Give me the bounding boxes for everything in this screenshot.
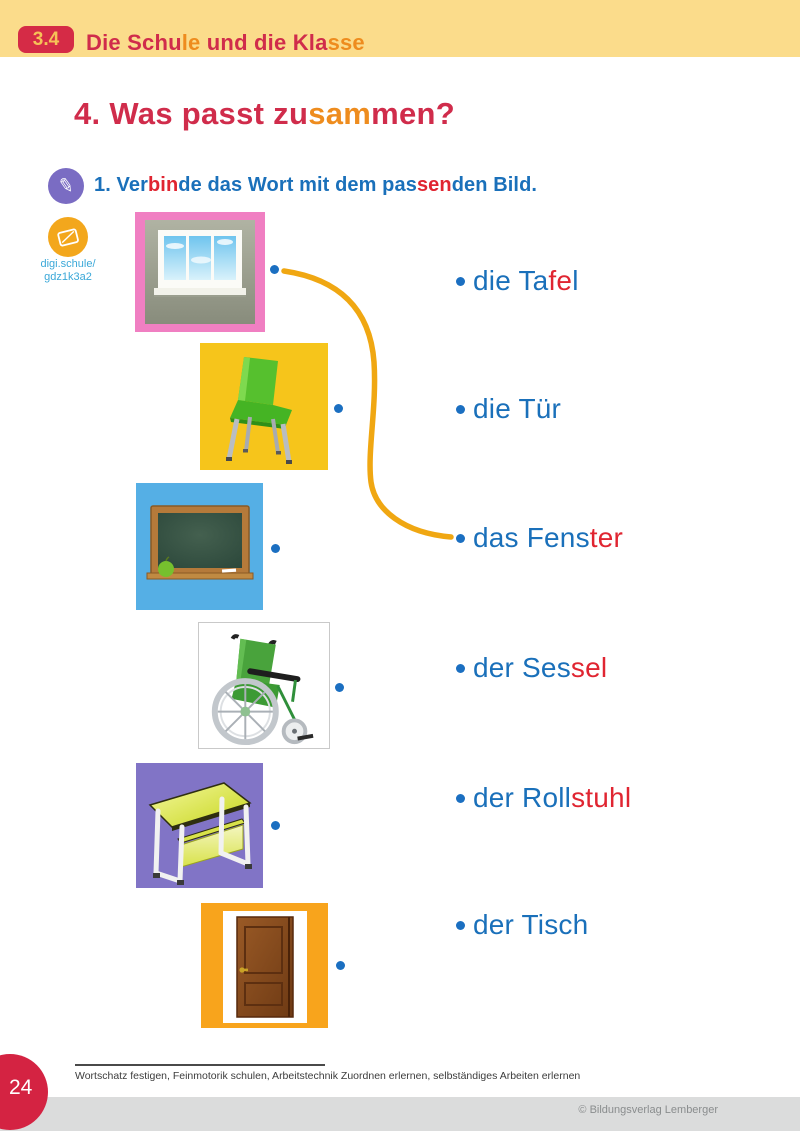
instruction-segment: den Bild. [451,174,538,196]
word-segment: das Fens [473,522,590,553]
chapter-title-segment: sse [327,30,365,55]
blackboard-photo [146,505,254,580]
word-die-tafel[interactable]: die Tafel [456,265,579,297]
chapter-title-segment: Die Schu [86,30,182,55]
footer-divider [75,1064,325,1066]
match-dot-image-door[interactable] [336,961,345,970]
image-tile-door[interactable] [201,903,328,1028]
image-tile-window[interactable] [135,212,265,332]
word-die-tuer[interactable]: die Tür [456,393,561,425]
section-number-tag: 3.4 [18,26,74,53]
image-tile-wheelchair[interactable] [198,622,330,749]
page-title-segment: sam [308,96,372,131]
word-segment: der Tisch [473,909,589,940]
word-segment: fe [548,265,573,296]
match-dot-image-chair[interactable] [334,404,343,413]
word-segment: stuhl [571,782,632,813]
match-dot-image-blackboard[interactable] [271,544,280,553]
word-der-sessel[interactable]: der Sessel [456,652,607,684]
match-dot-word-tafel[interactable] [456,276,465,286]
word-segment: der Ses [473,652,571,683]
pencil-icon: ✎ [48,168,84,204]
footer-bar [0,1097,800,1131]
copyright-text: © Bildungsverlag Lemberger [578,1104,718,1116]
instruction-segment: bin [147,174,179,196]
word-der-rollstuhl[interactable]: der Rollstuhl [456,782,631,814]
word-segment: die Tür [473,393,562,424]
instruction-segment: sen [416,174,452,196]
wheelchair-photo [211,634,314,746]
chapter-title-segment: le [181,30,201,55]
word-segment: l [572,265,579,296]
match-dot-word-tuer[interactable] [456,404,465,414]
pencil-glyph: ✎ [56,173,76,199]
door-photo [223,911,307,1023]
word-segment: die Ta [473,265,549,296]
skills-note: Wortschatz festigen, Feinmotorik schulen… [75,1070,581,1082]
desk-photo [148,782,252,885]
section-number: 3.4 [32,28,60,50]
word-segment: sel [570,652,608,683]
match-dot-word-tisch[interactable] [456,920,465,930]
match-dot-image-wheelchair[interactable] [335,683,344,692]
digi-link-line1: digi.schule/ [40,258,96,270]
image-tile-blackboard[interactable] [136,483,263,610]
match-dot-image-desk[interactable] [271,821,280,830]
task-instruction: 1. Verbinde das Wort mit dem passenden B… [94,174,537,197]
match-dot-word-fenster[interactable] [456,533,465,543]
window-photo [145,220,255,324]
tablet-icon[interactable] [48,217,88,257]
chapter-title: Die Schule und die Klasse [86,30,365,56]
tablet-glyph [57,228,79,247]
header-bar: 3.4 Die Schule und die Klasse [0,0,800,57]
green-chair-photo [226,357,292,464]
instruction-segment: de das Wort mit dem pas [178,174,417,196]
word-segment: der Roll [473,782,572,813]
page-number: 24 [9,1076,33,1099]
image-tile-desk[interactable] [136,763,263,888]
page-title: 4. Was passt zusammen? [74,96,455,132]
page-title-segment: men? [371,96,456,131]
digi-link-line2: gdz1k3a2 [44,271,92,283]
digi-link[interactable]: digi.schule/ gdz1k3a2 [16,258,120,284]
match-dot-word-rollstuhl[interactable] [456,793,465,803]
image-tile-chair[interactable] [200,343,328,470]
word-das-fenster[interactable]: das Fenster [456,522,623,554]
instruction-segment: 1. Ver [94,174,148,196]
match-dot-word-sessel[interactable] [456,663,465,673]
match-dot-image-window[interactable] [270,265,279,274]
word-segment: ter [589,522,624,553]
word-der-tisch[interactable]: der Tisch [456,909,588,941]
page-title-segment: 4. Was passt zu [74,96,309,131]
chapter-title-segment: und die Kla [200,30,328,55]
